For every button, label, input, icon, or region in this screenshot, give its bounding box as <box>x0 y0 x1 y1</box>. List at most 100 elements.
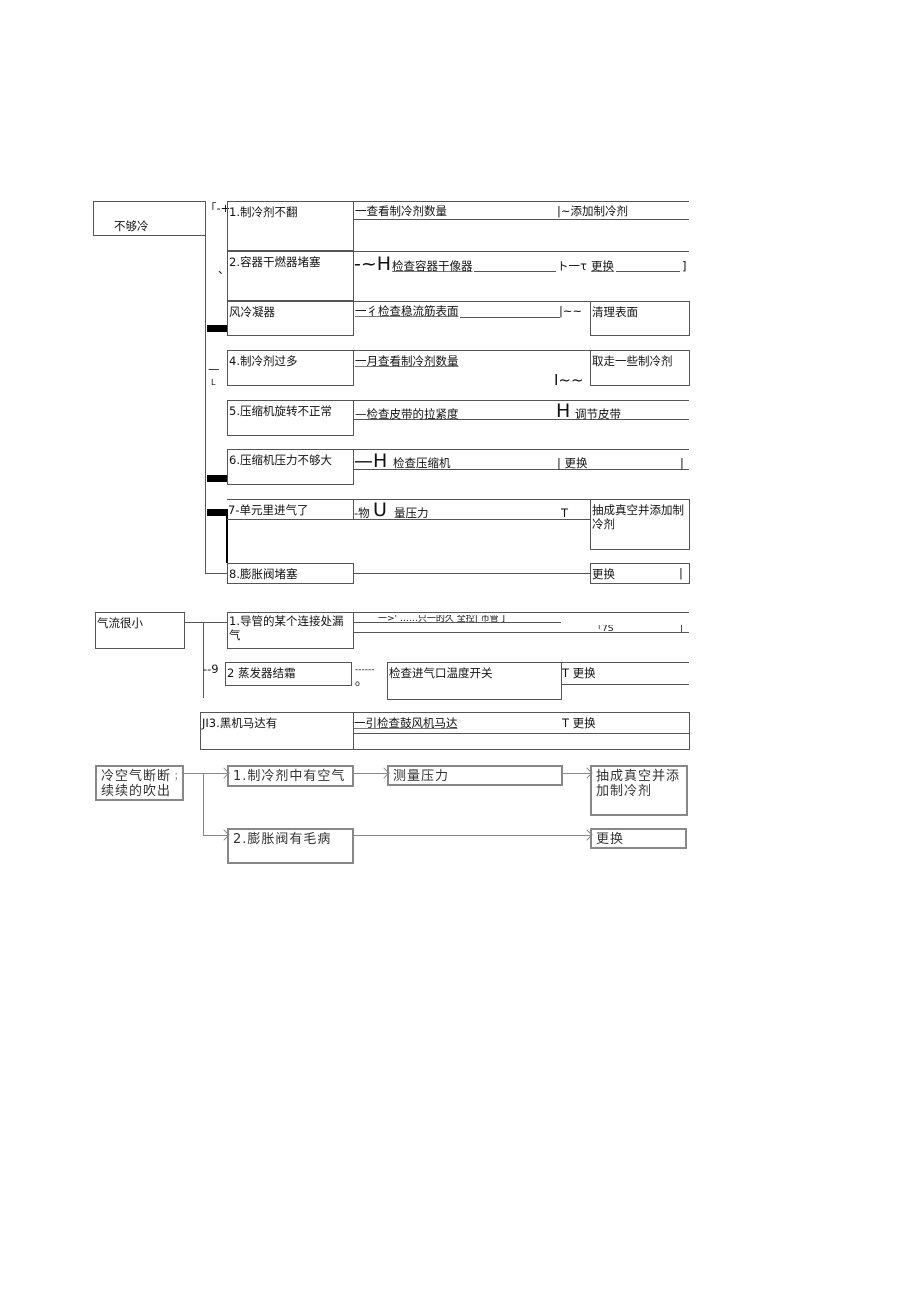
root-node: 冷空气断断续续的吹出 <box>95 765 184 801</box>
cause-node: 1.制冷剂中有空气 <box>227 765 354 787</box>
cause-node: 风冷凝器 <box>227 301 354 336</box>
mark: — <box>208 362 220 376</box>
divider <box>353 712 354 750</box>
row-line <box>353 612 689 613</box>
row-line <box>353 400 689 401</box>
row-line <box>353 449 689 450</box>
connector-dashes: ------ <box>355 665 375 675</box>
row-line <box>353 419 689 420</box>
underline <box>474 271 556 272</box>
row-line <box>227 519 590 520</box>
underline <box>616 271 680 272</box>
check-step: 检查压缩机 <box>393 456 451 470</box>
connector-glyph: H <box>556 400 571 422</box>
row-line <box>561 662 689 663</box>
cause-node: 2 蒸发器结霜 <box>225 662 352 686</box>
arrow-icon <box>203 773 227 774</box>
trunk-line <box>203 773 204 835</box>
end-mark: | <box>680 456 684 470</box>
prefix-mark: --9 <box>203 662 219 676</box>
thick-connector <box>207 325 227 332</box>
action-step: 更换 <box>591 259 614 273</box>
connector-glyph: —H <box>354 450 388 472</box>
connector-line <box>184 622 227 623</box>
cause-node: 2.膨胀阀有毛病 <box>227 828 354 864</box>
row-line <box>227 499 690 500</box>
mid-mark: ト一τ <box>557 259 587 273</box>
check-step: 量压力 <box>394 506 429 520</box>
root-mark: ； <box>174 772 184 782</box>
root-node: 不够冷 <box>93 201 206 236</box>
action-step: |~添加制冷剂 <box>557 204 629 218</box>
trunk-line <box>205 201 206 573</box>
mark: L <box>211 378 216 387</box>
action-node: 更换 <box>590 563 690 584</box>
mark: o <box>355 679 360 688</box>
connector-glyph: -~H <box>354 253 392 275</box>
arrow-icon <box>354 835 590 836</box>
action-step: 「7S <box>593 625 614 632</box>
divider <box>353 499 354 519</box>
thick-connector <box>207 475 227 482</box>
bracket-mark: 「-+ <box>205 201 231 215</box>
check-step: 一月查看制冷剂数量 <box>355 354 459 368</box>
thick-connector <box>207 509 227 516</box>
connector-line <box>183 773 203 774</box>
row-line <box>353 622 561 623</box>
root-node: 气流很小 <box>95 612 185 649</box>
action-node: 抽成真空并添加制冷剂 <box>590 499 690 550</box>
cause-node: 1.制冷剂不翻 <box>227 201 354 251</box>
mid-mark: T <box>561 506 569 520</box>
row-line <box>353 219 689 220</box>
row-line <box>353 301 590 302</box>
mid-mark: I~~ <box>554 371 584 389</box>
end-mark: | <box>679 566 683 580</box>
arrow-icon <box>354 773 387 774</box>
mid-mark: |~~ <box>559 304 583 318</box>
action-node: 更换 <box>590 828 687 849</box>
row-line <box>353 733 689 734</box>
row-line <box>353 251 689 252</box>
row-frame <box>200 712 690 750</box>
row-line <box>353 469 689 470</box>
cause-node: 2.容器干燃器堵塞 <box>227 251 354 301</box>
action-node: 取走一些制冷剂 <box>590 350 690 386</box>
underline <box>460 317 560 318</box>
row-line <box>353 350 590 351</box>
check-node: 测量压力 <box>387 765 563 786</box>
cause-node: 6.压缩机压力不够大 <box>227 449 354 485</box>
check-step: 检查容器干像器 <box>392 259 473 273</box>
check-step: —检查皮带的拉紧度 <box>355 407 459 421</box>
connector-glyph: U <box>373 499 387 521</box>
action-node: 抽成真空并添加制冷剂 <box>590 765 688 816</box>
connector-line <box>205 573 227 574</box>
arrow-icon <box>203 835 227 836</box>
end-mark: | <box>680 625 684 632</box>
row-line <box>353 573 590 574</box>
end-mark: ] <box>682 259 687 273</box>
action-step: T 更换 <box>562 716 596 730</box>
cause-node: 1.导管的某个连接处漏气 <box>227 612 354 649</box>
action-step: T 更换 <box>562 666 596 680</box>
trunk-line <box>203 622 204 698</box>
check-step: 一引检查鼓风机马达 <box>354 716 458 730</box>
check-step: 一彳检查稳流筋表面 <box>355 304 459 318</box>
cause-node: 7-单元里进气了 <box>228 503 309 517</box>
row-line <box>353 201 689 202</box>
cause-node: JI3.黑机马达有 <box>202 716 278 730</box>
arrow-icon <box>563 773 590 774</box>
cause-node: 4.制冷剂过多 <box>227 350 354 386</box>
thick-connector <box>226 509 228 563</box>
check-step: 一>' ……只一的久 全控| 市管 ] <box>378 615 506 622</box>
check-step: 一查看制冷剂数量 <box>355 204 447 218</box>
action-step: | 更换 <box>557 456 588 470</box>
cause-node: 8.膨胀阀堵塞 <box>227 563 354 584</box>
action-node: 清理表面 <box>590 301 690 336</box>
action-step: 调节皮带 <box>575 407 621 421</box>
row-line <box>353 632 689 633</box>
row-line <box>561 684 689 685</box>
cause-node: 5.压缩机旋转不正常 <box>227 400 354 436</box>
mark: 、 <box>218 262 230 276</box>
check-node: 检查进气口温度开关 <box>387 662 562 700</box>
